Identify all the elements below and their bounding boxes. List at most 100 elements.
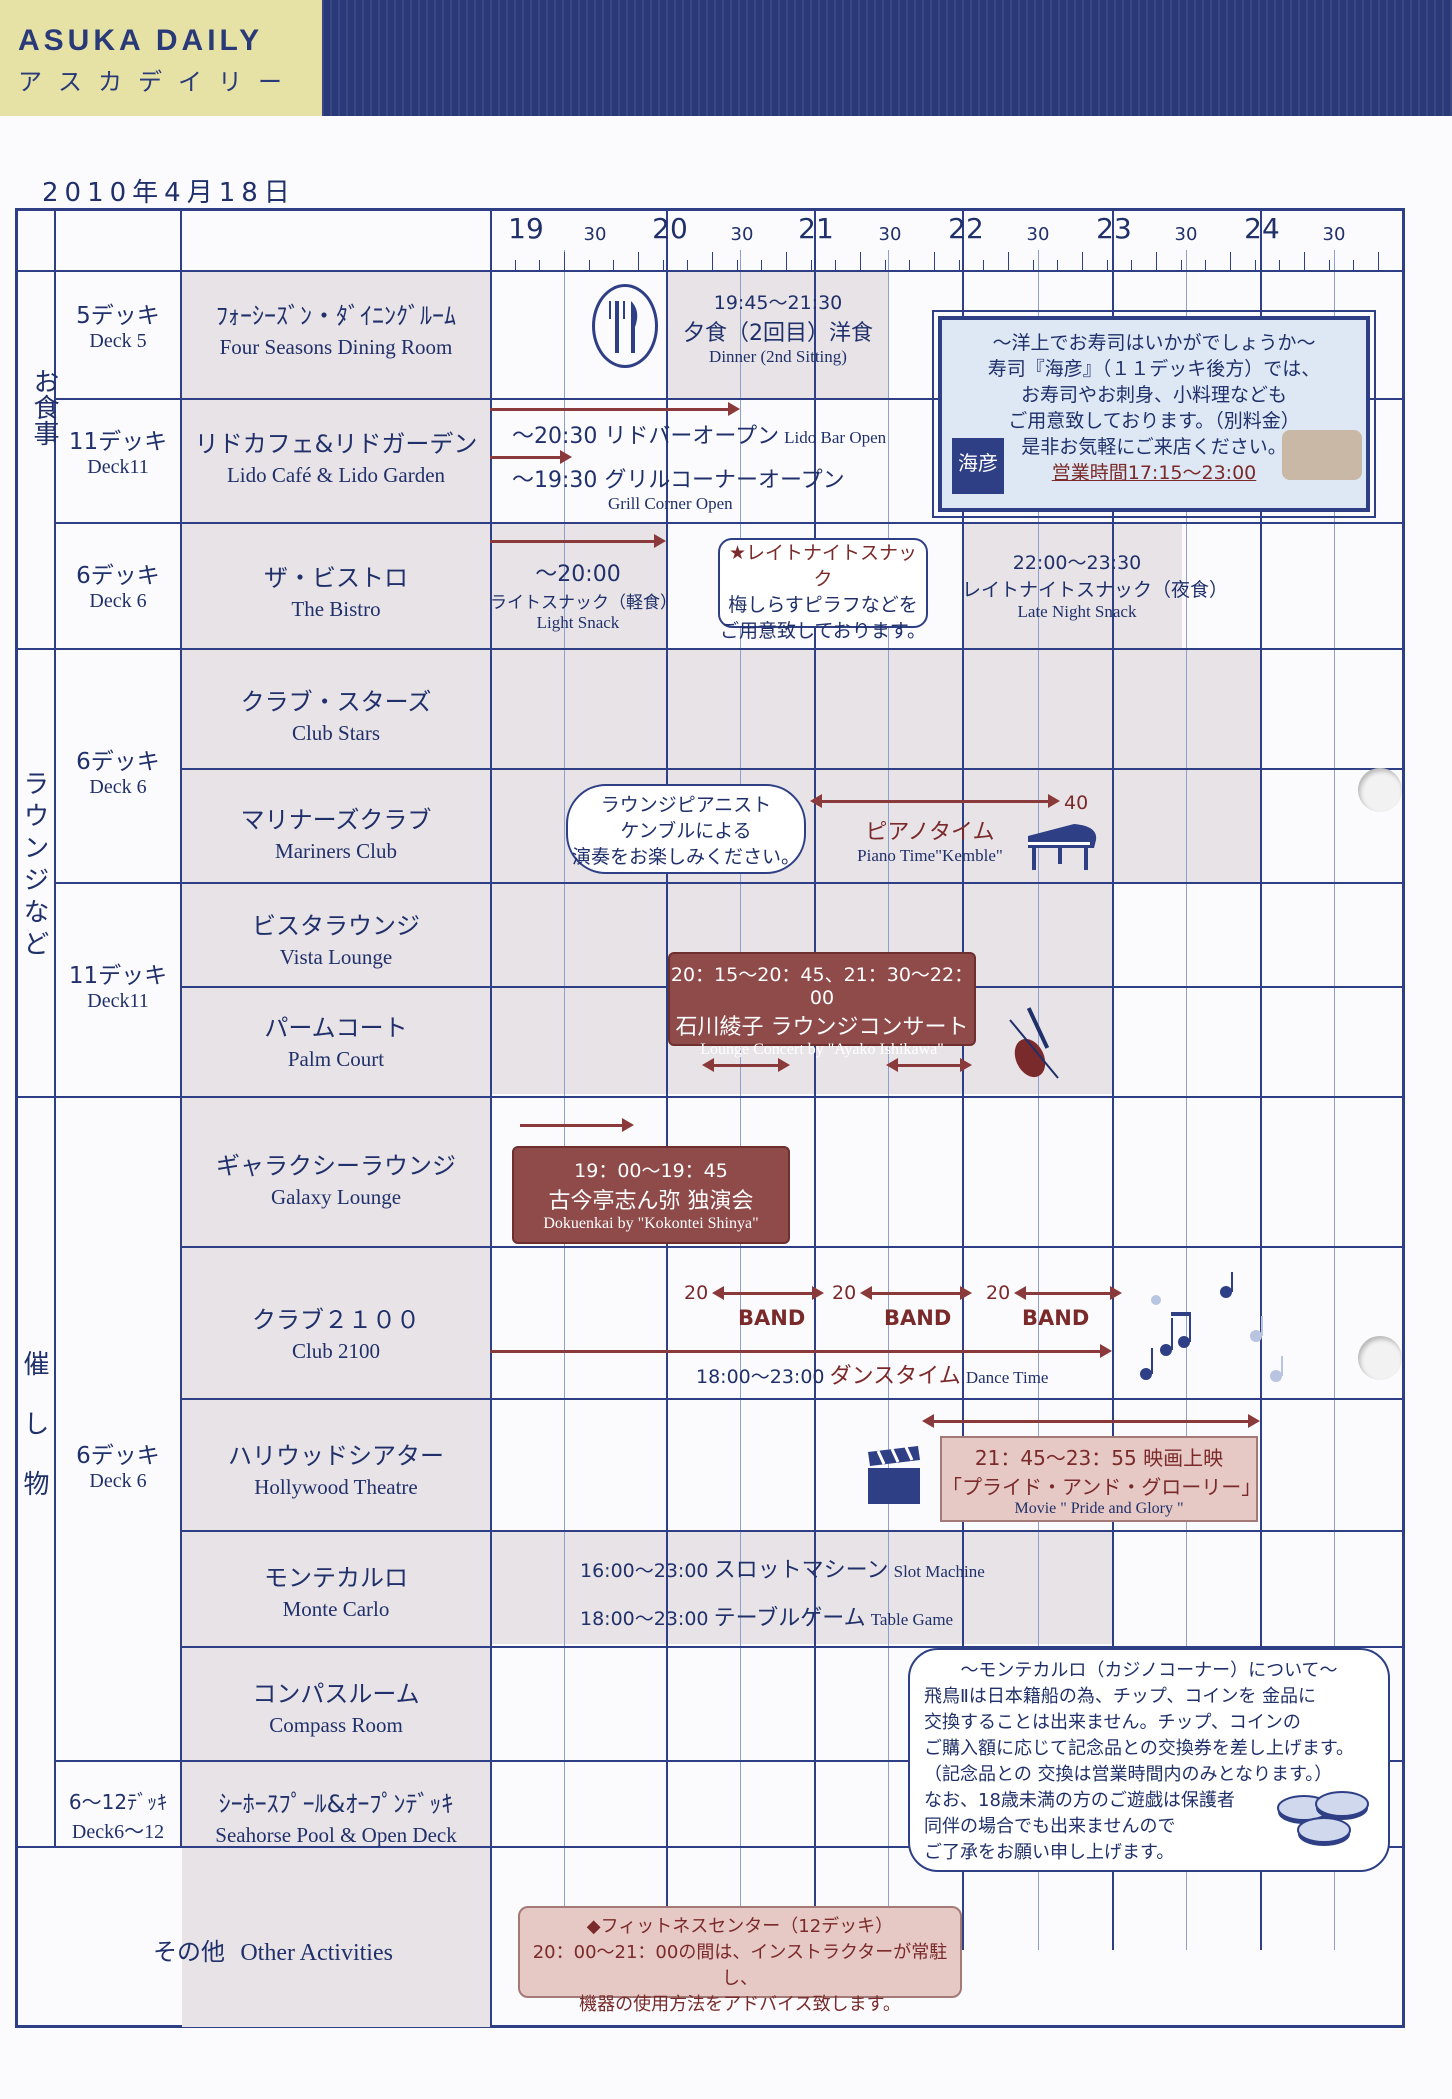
header-band — [322, 0, 1452, 116]
half-2030: 30 — [730, 224, 754, 245]
piano-en: Piano Time"Kemble" — [857, 846, 1003, 865]
time-tick — [934, 252, 935, 270]
venue-vista-en: Vista Lounge — [279, 945, 393, 969]
dokuenkai-time: 19：00〜19：45 — [574, 1160, 728, 1182]
time-tick — [1353, 260, 1355, 270]
slot-jp: スロットマシーン — [713, 1558, 889, 1583]
hour-22: 22 — [948, 212, 984, 245]
deck-11b-jp: 11デッキ — [68, 963, 168, 989]
venue-monte-jp: モンテカルロ — [264, 1564, 408, 1592]
line-2030 — [740, 250, 741, 1950]
piano-jp: ピアノタイム — [865, 820, 995, 845]
deck-6-12-jp: 6〜12ﾃﾞｯｷ — [68, 1790, 168, 1814]
light-snack-en: Light Snack — [536, 613, 620, 632]
time-tick — [761, 260, 763, 270]
time-tick — [1131, 260, 1133, 270]
sushi-line-4: ご用意致しております。（別料金） — [1008, 410, 1300, 432]
band-2-label: BAND — [884, 1306, 952, 1330]
time-tick — [786, 252, 787, 270]
row-line-4 — [54, 882, 1405, 884]
category-lounge-text: ラウンジなど — [19, 770, 49, 962]
venue-lido-en: Lido Café & Lido Garden — [226, 463, 446, 487]
movie-arrow — [922, 1414, 1260, 1428]
line-1930 — [564, 250, 565, 1950]
time-tick — [1032, 260, 1034, 270]
deck-6b-en: Deck 6 — [89, 776, 147, 798]
dinner-en: Dinner (2nd Sitting) — [709, 347, 847, 366]
lido-bar-jp: 〜20:30 リドバーオープン — [512, 424, 780, 449]
time-tick — [736, 260, 738, 270]
time-header-bottom — [15, 270, 1405, 272]
time-tick — [835, 260, 837, 270]
half-2230: 30 — [1026, 224, 1050, 245]
time-tick — [1106, 260, 1108, 270]
hour-20: 20 — [652, 212, 688, 245]
deck-11b-en: Deck11 — [87, 990, 149, 1012]
venue-hollywood-en: Hollywood Theatre — [254, 1475, 418, 1499]
time-tick — [1328, 260, 1330, 270]
dining-icon — [592, 284, 658, 368]
piano-icon — [1024, 818, 1100, 878]
venue-galaxy-en: Galaxy Lounge — [270, 1185, 402, 1209]
concert-arrow-1 — [702, 1058, 790, 1072]
music-notes-icon — [1136, 1266, 1296, 1400]
sushi-line-5: 是非お気軽にご来店ください。 — [1021, 436, 1287, 458]
time-tick — [1279, 260, 1281, 270]
deck-6-en: Deck 6 — [89, 590, 147, 612]
row-line-2 — [54, 522, 1405, 524]
line-20 — [666, 208, 668, 1950]
venue-lido-jp: リドカフェ&リドガーデン — [194, 430, 478, 458]
fitness-line-1: ◆フィットネスセンター（12デッキ） — [586, 1916, 894, 1937]
venue-hollywood: ハリウッドシアター Hollywood Theatre — [182, 1436, 490, 1500]
venue-hollywood-jp: ハリウッドシアター — [228, 1442, 444, 1470]
hour-21: 21 — [798, 212, 834, 245]
casino-notice: 〜モンテカルロ（カジノコーナー）について〜 飛鳥Ⅱは日本籍船の為、チップ、コイン… — [908, 1648, 1390, 1872]
dance-arrow — [490, 1344, 1112, 1358]
band-3-start: 20 — [986, 1282, 1011, 1304]
late-bubble-line-3: ご用意致しております。 — [720, 620, 926, 642]
time-tick — [1378, 252, 1379, 270]
sushi-line-2: 寿司『海彦』（１１デッキ後方）では、 — [987, 358, 1321, 380]
deck-6-jp: 6デッキ — [76, 563, 160, 589]
venue-palm-en: Palm Court — [287, 1047, 385, 1071]
band-1-start: 20 — [684, 1282, 709, 1304]
pianist-bubble: ラウンジピアニスト ケンブルによる 演奏をお楽しみください。 — [566, 784, 806, 874]
dinner-jp: 夕食（2回目）洋食 — [683, 321, 873, 346]
half-1930: 30 — [583, 224, 607, 245]
fitness-line-3: 機器の使用方法をアドバイス致します。 — [579, 1994, 901, 2015]
dance-en: Dance Time — [965, 1368, 1049, 1387]
line-2330 — [1186, 250, 1187, 1950]
dance-jp: ダンスタイム — [829, 1364, 961, 1389]
deck-5-jp: 5デッキ — [76, 303, 160, 329]
schedule-date: 2010年4月18日 — [42, 178, 296, 208]
concert-arrow-2 — [886, 1058, 972, 1072]
venue-four-seasons-jp: ﾌｫｰｼｰｽﾞﾝ・ﾀﾞｲﾆﾝｸﾞﾙｰﾑ — [216, 302, 456, 330]
time-tick — [1082, 252, 1083, 270]
casino-line-1: 飛鳥Ⅱは日本籍船の為、チップ、コインを 金品に — [924, 1686, 1317, 1707]
late-snack-en: Late Night Snack — [1017, 602, 1137, 621]
sushi-plate-icon — [1282, 430, 1362, 480]
band-3-label: BAND — [1022, 1306, 1090, 1330]
line-2230 — [1038, 250, 1039, 1950]
row-line-7 — [180, 1398, 1405, 1400]
row-line-1 — [54, 398, 1405, 400]
category-events: 催し物 — [15, 1350, 53, 1541]
casino-line-3: ご購入額に応じて記念品との交換券を差し上げます。 — [924, 1738, 1355, 1759]
time-tick — [539, 260, 541, 270]
fork-knife-icon — [609, 301, 638, 353]
casino-line-7: ご了承をお願い申し上げます。 — [924, 1842, 1175, 1863]
light-snack-shade — [490, 524, 666, 648]
half-2130: 30 — [878, 224, 902, 245]
table-game-time: 18:00〜23:00 — [580, 1608, 709, 1630]
piano-arrow — [810, 794, 1060, 808]
